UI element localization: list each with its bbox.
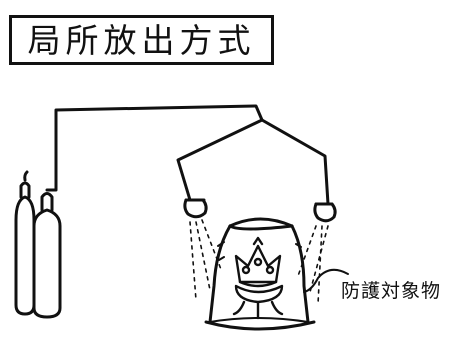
discharge-spray <box>189 219 329 305</box>
gas-cylinder-icon <box>32 192 62 319</box>
branch-pipe-right <box>260 118 330 206</box>
protected-object <box>204 217 316 331</box>
diagram-title: 局所放出方式 <box>27 20 256 60</box>
crown-icon <box>232 236 284 320</box>
nozzle-icon <box>313 202 337 223</box>
supply-pipe <box>45 104 264 192</box>
title-box: 局所放出方式 <box>9 15 274 65</box>
nozzle-icon <box>183 198 208 219</box>
label-leader <box>303 268 349 293</box>
branch-pipe-left <box>176 118 264 202</box>
gas-cylinder-icon <box>14 170 36 316</box>
protected-object-label: 防護対象物 <box>341 280 442 302</box>
